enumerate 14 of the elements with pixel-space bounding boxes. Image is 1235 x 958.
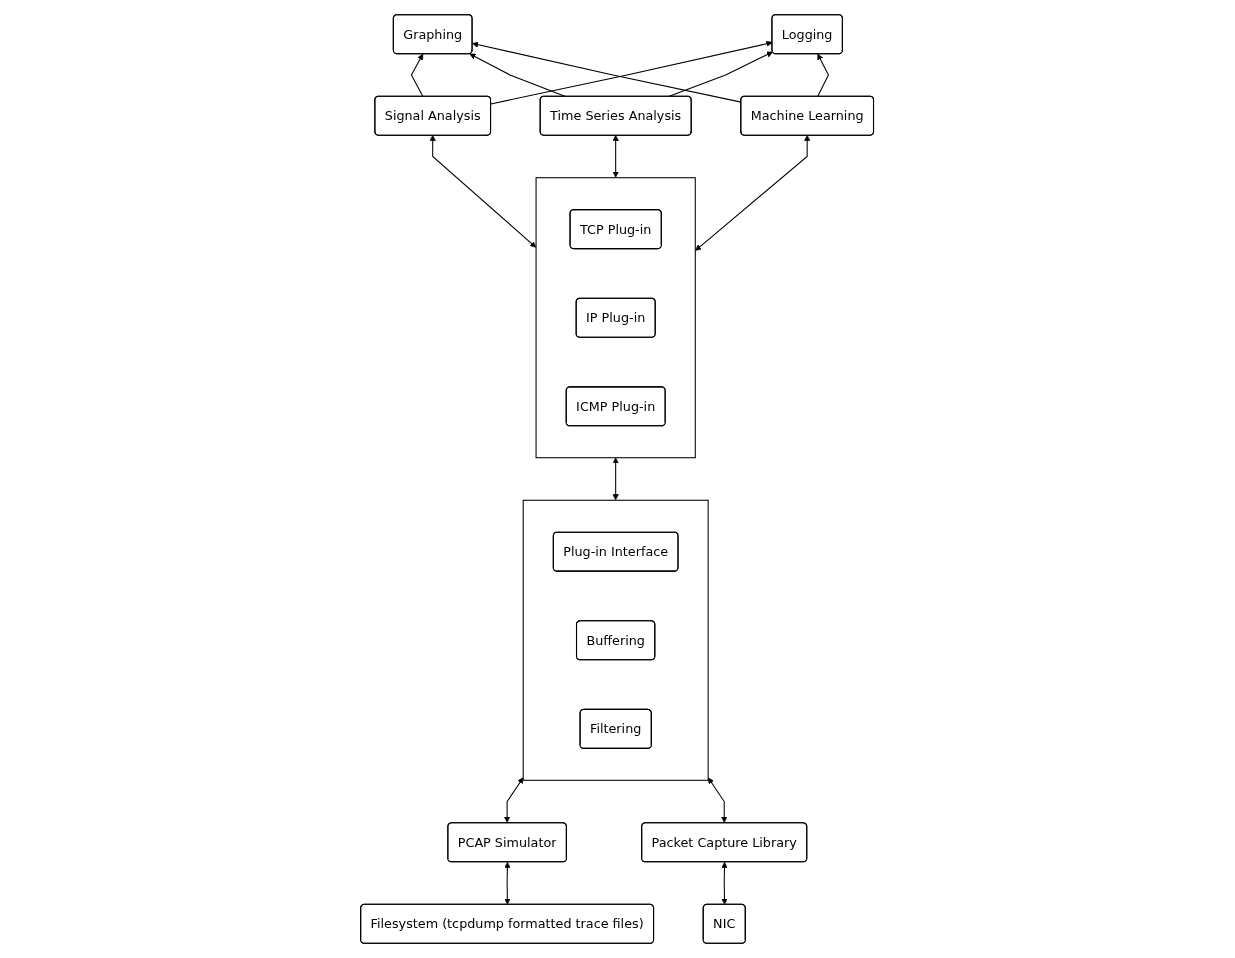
arrow	[612, 134, 620, 178]
arrow	[612, 457, 620, 501]
arrow	[708, 777, 728, 823]
cluster	[523, 499, 710, 781]
arrow	[490, 40, 773, 105]
arrow	[721, 861, 728, 905]
arrow	[817, 53, 830, 98]
arrow	[411, 53, 424, 98]
arrow	[695, 134, 811, 251]
cluster	[535, 177, 697, 459]
arrow	[668, 51, 774, 98]
arrow	[430, 134, 537, 248]
arrow	[504, 777, 524, 823]
arrow	[504, 861, 511, 905]
